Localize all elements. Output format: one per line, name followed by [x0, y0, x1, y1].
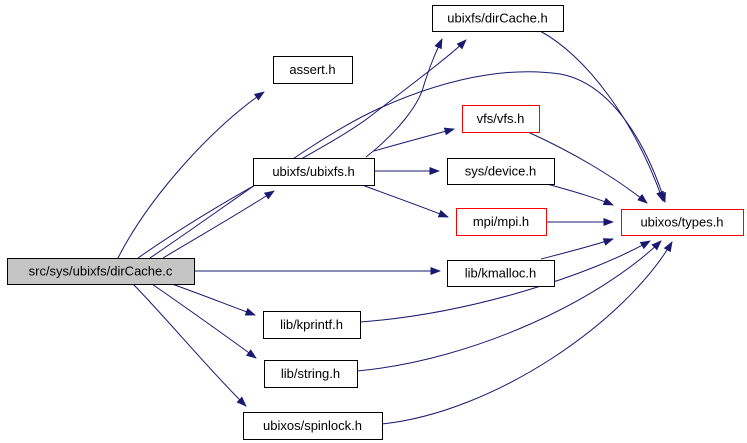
node-label-ubixfs_h: ubixfs/ubixfs.h [272, 164, 354, 179]
edge-kprintf_h-to-types_h [359, 240, 651, 323]
edge-main-to-string_h [151, 283, 257, 359]
node-dircache_h[interactable]: ubixfs/dirCache.h [432, 5, 564, 32]
node-label-main: src/sys/ubixfs/dirCache.c [29, 264, 173, 279]
edge-device_h-to-types_h [546, 183, 614, 206]
node-box-assert_h[interactable] [273, 56, 353, 84]
node-box-spinlock_h[interactable] [243, 412, 383, 440]
node-types_h[interactable]: ubixos/types.h [621, 209, 744, 236]
node-label-device_h: sys/device.h [465, 164, 537, 179]
node-box-kmalloc_h[interactable] [447, 260, 555, 287]
node-label-vfs_h: vfs/vfs.h [477, 111, 525, 126]
node-string_h[interactable]: lib/string.h [264, 360, 358, 388]
node-label-mpi_h: mpi/mpi.h [473, 214, 529, 229]
edge-vfs_h-to-types_h [527, 131, 648, 204]
edge-main-to-ubixfs_h [162, 190, 275, 259]
node-vfs_h[interactable]: vfs/vfs.h [462, 105, 540, 133]
node-box-mpi_h[interactable] [456, 208, 547, 236]
edge-dircache_h-to-types_h [539, 30, 664, 202]
node-box-dircache_h[interactable] [432, 5, 564, 32]
edge-ubixfs_h-to-dircache_h [365, 38, 443, 158]
node-label-spinlock_h: ubixos/spinlock.h [263, 418, 362, 433]
node-assert_h[interactable]: assert.h [273, 56, 353, 84]
node-box-ubixfs_h[interactable] [253, 158, 375, 186]
node-box-vfs_h[interactable] [462, 105, 540, 133]
node-mpi_h[interactable]: mpi/mpi.h [456, 208, 547, 236]
node-spinlock_h[interactable]: ubixos/spinlock.h [243, 412, 383, 440]
edge-ubixfs_h-to-mpi_h [361, 184, 449, 218]
edge-main-to-dircache_h [137, 39, 467, 259]
node-box-kprintf_h[interactable] [263, 311, 361, 339]
edge-main-to-assert_h [117, 91, 265, 259]
edge-kmalloc_h-to-types_h [540, 238, 614, 260]
node-box-main[interactable] [7, 258, 195, 285]
edges-layer [117, 30, 673, 425]
node-label-types_h: ubixos/types.h [640, 215, 723, 230]
edge-main-to-spinlock_h [132, 283, 247, 407]
node-ubixfs_h[interactable]: ubixfs/ubixfs.h [253, 158, 375, 186]
edge-string_h-to-types_h [356, 240, 662, 372]
node-main[interactable]: src/sys/ubixfs/dirCache.c [7, 258, 195, 285]
edge-ubixfs_h-to-vfs_h [373, 127, 455, 152]
edge-spinlock_h-to-types_h [381, 241, 673, 425]
node-box-types_h[interactable] [621, 209, 744, 236]
node-label-assert_h: assert.h [289, 62, 335, 77]
node-kprintf_h[interactable]: lib/kprintf.h [263, 311, 361, 339]
node-label-kprintf_h: lib/kprintf.h [280, 317, 343, 332]
node-label-string_h: lib/string.h [281, 366, 340, 381]
node-label-dircache_h: ubixfs/dirCache.h [447, 11, 547, 26]
node-kmalloc_h[interactable]: lib/kmalloc.h [447, 260, 555, 287]
nodes-layer: src/sys/ubixfs/dirCache.c ubixfs/dirCache… [7, 5, 744, 440]
node-device_h[interactable]: sys/device.h [447, 158, 555, 185]
node-label-kmalloc_h: lib/kmalloc.h [465, 266, 537, 281]
node-box-string_h[interactable] [264, 360, 358, 388]
edge-main-to-types_h [149, 71, 666, 259]
node-box-device_h[interactable] [447, 158, 555, 185]
edge-main-to-kprintf_h [171, 283, 256, 316]
